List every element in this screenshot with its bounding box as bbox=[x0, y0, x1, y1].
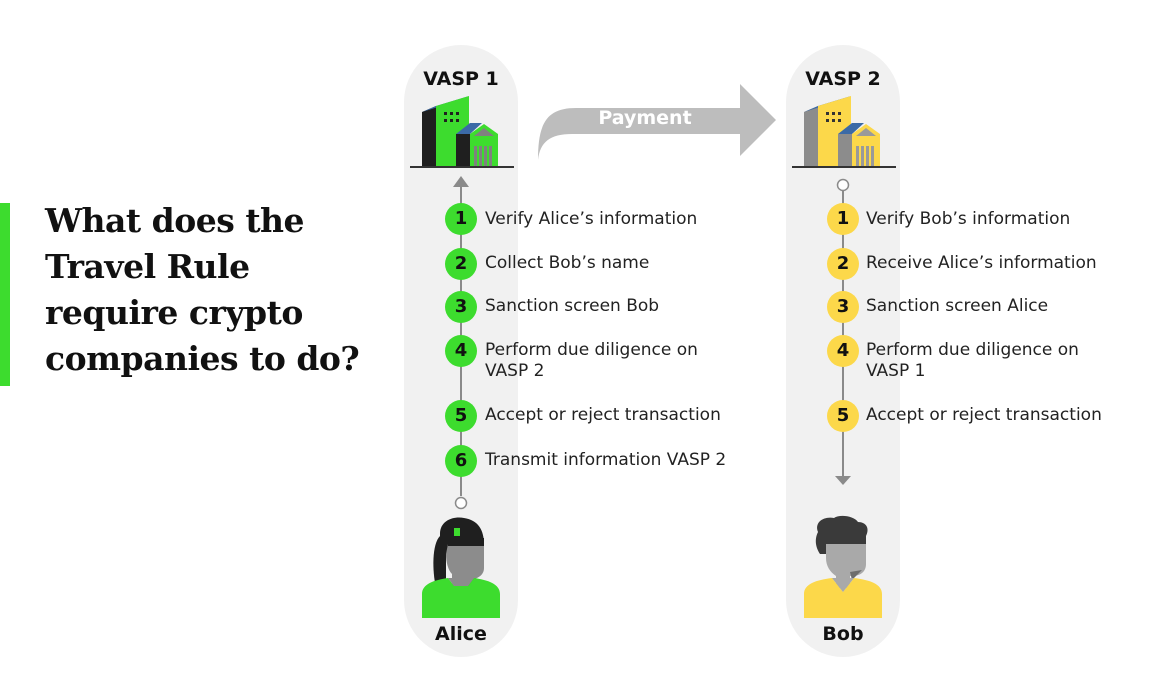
alice-avatar-icon bbox=[422, 517, 500, 618]
up-arrow-icon bbox=[453, 176, 469, 187]
vasp2-title: VASP 2 bbox=[805, 68, 881, 90]
down-arrow-icon bbox=[835, 476, 851, 485]
vasp1-ground-line bbox=[410, 166, 514, 168]
vasp2-step-1-text: Verify Bob’s information bbox=[866, 209, 1071, 229]
vasp2-step-3-number: 3 bbox=[827, 291, 859, 323]
vasp1-step-3-number: 3 bbox=[445, 291, 477, 323]
vasp1-step-6-text: Transmit information VASP 2 bbox=[485, 450, 727, 470]
question-line-2: Travel Rule bbox=[45, 247, 250, 286]
question-line-1: What does the bbox=[45, 201, 305, 240]
vasp2-step-5-text: Accept or reject transaction bbox=[866, 405, 1102, 425]
vasp2-step-5-number: 5 bbox=[827, 400, 859, 432]
vasp2-step-3-text: Sanction screen Alice bbox=[866, 296, 1049, 316]
vasp1-step-5-text: Accept or reject transaction bbox=[485, 405, 721, 425]
accent-bar bbox=[0, 203, 10, 386]
payment-arrow-icon bbox=[538, 84, 776, 160]
vasp1-step-4-text: Perform due diligence on VASP 2 bbox=[485, 340, 698, 381]
vasp2-timeline bbox=[842, 191, 844, 477]
vasp1-step-5-number: 5 bbox=[445, 400, 477, 432]
vasp2-building-icon bbox=[804, 96, 880, 166]
alice-label: Alice bbox=[435, 623, 487, 645]
vasp2-ground-line bbox=[792, 166, 896, 168]
vasp2-step-2-number: 2 bbox=[827, 248, 859, 280]
bob-label: Bob bbox=[822, 623, 864, 645]
vasp1-step-1-text: Verify Alice’s information bbox=[485, 209, 698, 229]
question-line-3: require crypto bbox=[45, 293, 303, 332]
question-line-4: companies to do? bbox=[45, 339, 360, 378]
vasp1-step-6-number: 6 bbox=[445, 445, 477, 477]
start-node-icon bbox=[454, 496, 468, 510]
vasp2-step-2-text: Receive Alice’s information bbox=[866, 253, 1097, 273]
vasp1-step-1-number: 1 bbox=[445, 203, 477, 235]
vasp1-step-4-number: 4 bbox=[445, 335, 477, 367]
vasp1-step-3-text: Sanction screen Bob bbox=[485, 296, 660, 316]
vasp1-step-2-text: Collect Bob’s name bbox=[485, 253, 650, 273]
start-node-icon bbox=[836, 178, 850, 192]
vasp2-step-4-text: Perform due diligence on VASP 1 bbox=[866, 340, 1079, 381]
vasp1-title: VASP 1 bbox=[423, 68, 499, 90]
vasp1-step-2-number: 2 bbox=[445, 248, 477, 280]
vasp2-step-1-number: 1 bbox=[827, 203, 859, 235]
question-heading: What does the Travel Rule require crypto… bbox=[45, 198, 385, 382]
payment-label: Payment bbox=[598, 107, 692, 129]
vasp2-step-4-number: 4 bbox=[827, 335, 859, 367]
vasp1-building-icon bbox=[422, 96, 498, 166]
bob-avatar-icon bbox=[804, 515, 882, 618]
